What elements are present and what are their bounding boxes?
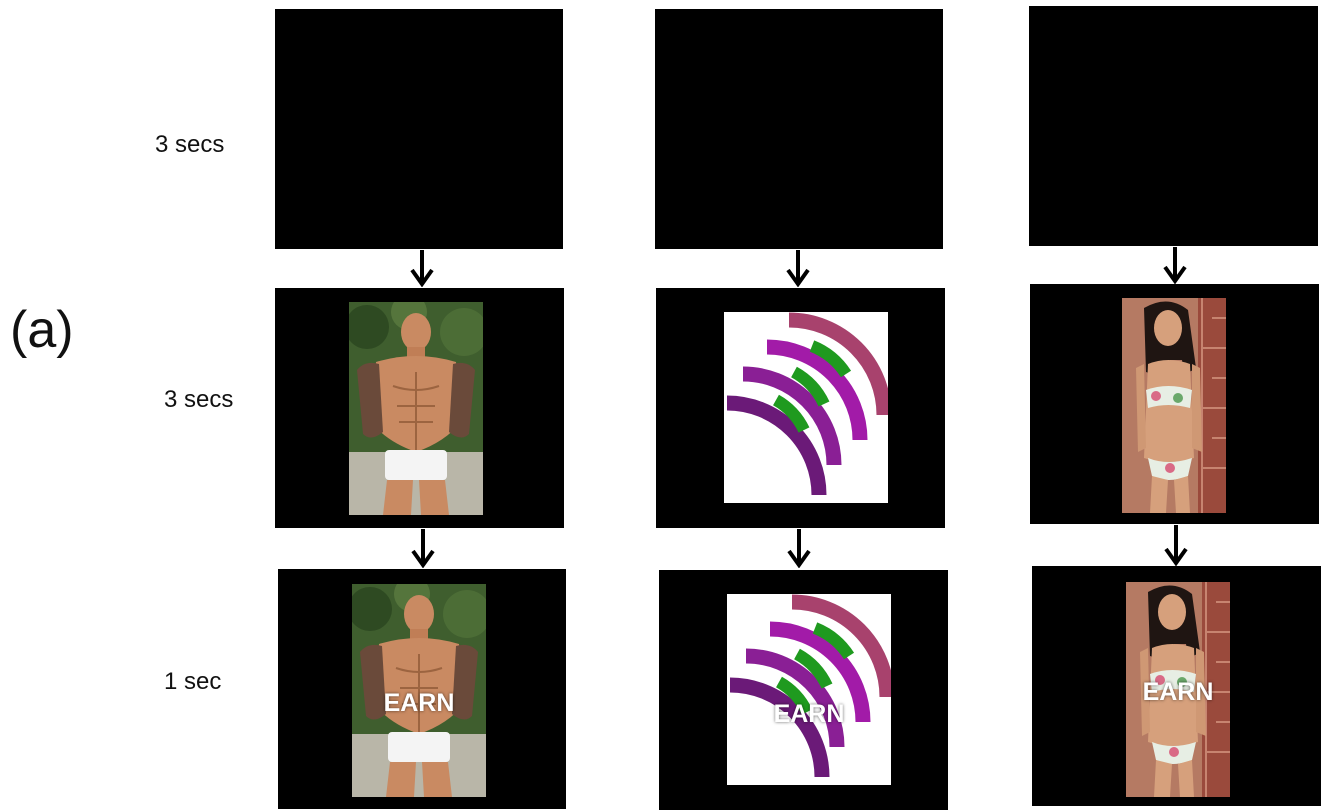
feedback-screen: EARN	[278, 569, 566, 809]
muscular-man-photo-icon	[349, 302, 483, 515]
time-label-row-3: 1 sec	[164, 668, 221, 696]
down-arrow-icon	[410, 528, 436, 568]
abstract-purple-arcs-icon	[727, 594, 891, 785]
woman-bikini-photo-icon	[1122, 298, 1226, 513]
stimulus-screen	[1030, 284, 1319, 524]
time-label-row-2: 3 secs	[164, 386, 233, 414]
feedback-screen: EARN	[659, 570, 948, 810]
time-label-row-1: 3 secs	[155, 131, 224, 159]
blank-screen	[655, 9, 943, 249]
blank-screen	[275, 9, 563, 249]
earn-overlay: EARN	[727, 700, 891, 729]
earn-overlay: EARN	[352, 689, 486, 718]
abstract-purple-arcs-icon	[724, 312, 888, 503]
down-arrow-icon	[786, 528, 812, 568]
earn-overlay: EARN	[1126, 678, 1230, 707]
blank-screen	[1029, 6, 1318, 246]
down-arrow-icon	[409, 249, 435, 287]
stimulus-screen	[656, 288, 945, 528]
down-arrow-icon	[1163, 524, 1189, 566]
down-arrow-icon	[1162, 246, 1188, 284]
panel-label: (a)	[10, 300, 74, 360]
down-arrow-icon	[785, 249, 811, 287]
feedback-screen: EARN	[1032, 566, 1321, 806]
stimulus-screen	[275, 288, 564, 528]
